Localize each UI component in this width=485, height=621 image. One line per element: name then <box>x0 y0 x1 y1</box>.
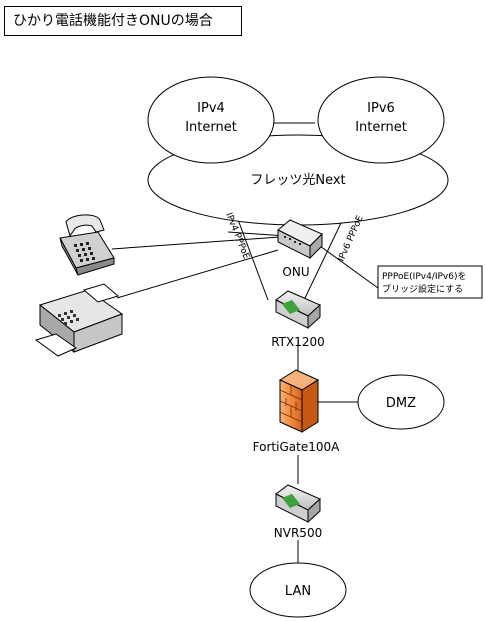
phone-onu-line <box>111 236 281 250</box>
ipv6-internet-label: Internet <box>355 120 407 135</box>
lan-label: LAN <box>285 584 311 599</box>
rtx1200-label: RTX1200 <box>271 335 325 349</box>
fortigate-label: FortiGate100A <box>253 440 340 454</box>
dmz-zone <box>357 374 445 430</box>
page-title: ひかり電話機能付きONUの場合 <box>4 6 242 36</box>
bridge-note-box <box>377 265 483 299</box>
ipv4-internet-cloud <box>147 76 275 164</box>
ipv6-label: IPv6 <box>367 101 395 116</box>
bridge-note-line1: PPPoE(IPv4/IPv6)を <box>382 271 466 282</box>
bridge-note-line2: ブリッジ設定にする <box>382 283 463 295</box>
nvr500-label: NVR500 <box>274 526 322 540</box>
onu-label: ONU <box>282 265 309 279</box>
callout-leader <box>319 245 379 289</box>
nvr500-router-icon <box>275 484 321 524</box>
ipv4-label: IPv4 <box>197 101 225 116</box>
fax-onu-line <box>116 249 279 299</box>
flets-next-label: フレッツ光Next <box>250 173 345 188</box>
fax-machine-icon <box>34 283 124 357</box>
rtx1200-router-icon <box>275 290 321 330</box>
dmz-label: DMZ <box>386 396 416 411</box>
ipv4-internet-label: Internet <box>185 120 237 135</box>
onu-device-icon <box>277 219 323 260</box>
telephone-icon <box>59 214 115 276</box>
lan-zone <box>249 562 347 618</box>
fortigate-firewall-icon <box>278 369 320 433</box>
ipv6-internet-cloud <box>317 76 445 164</box>
